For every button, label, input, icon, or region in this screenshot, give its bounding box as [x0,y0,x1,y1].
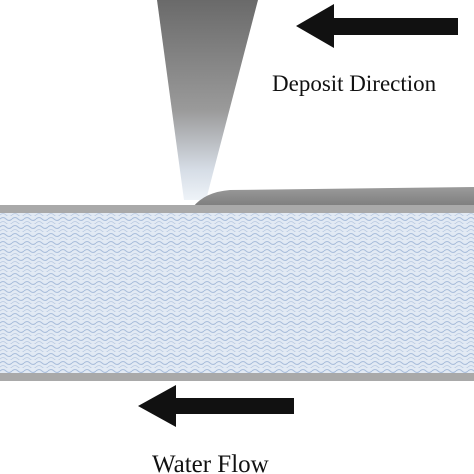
water-body [0,213,474,373]
substrate-top-edge [0,205,474,213]
nozzle [157,0,258,200]
deposit-layer [193,187,474,207]
water-flow-arrow-icon [138,385,294,427]
substrate-bottom-edge [0,373,474,381]
water-flow-label: Water Flow [152,451,269,474]
deposit-direction-arrow-icon [296,4,458,48]
deposit-direction-label: Deposit Direction [272,71,437,96]
